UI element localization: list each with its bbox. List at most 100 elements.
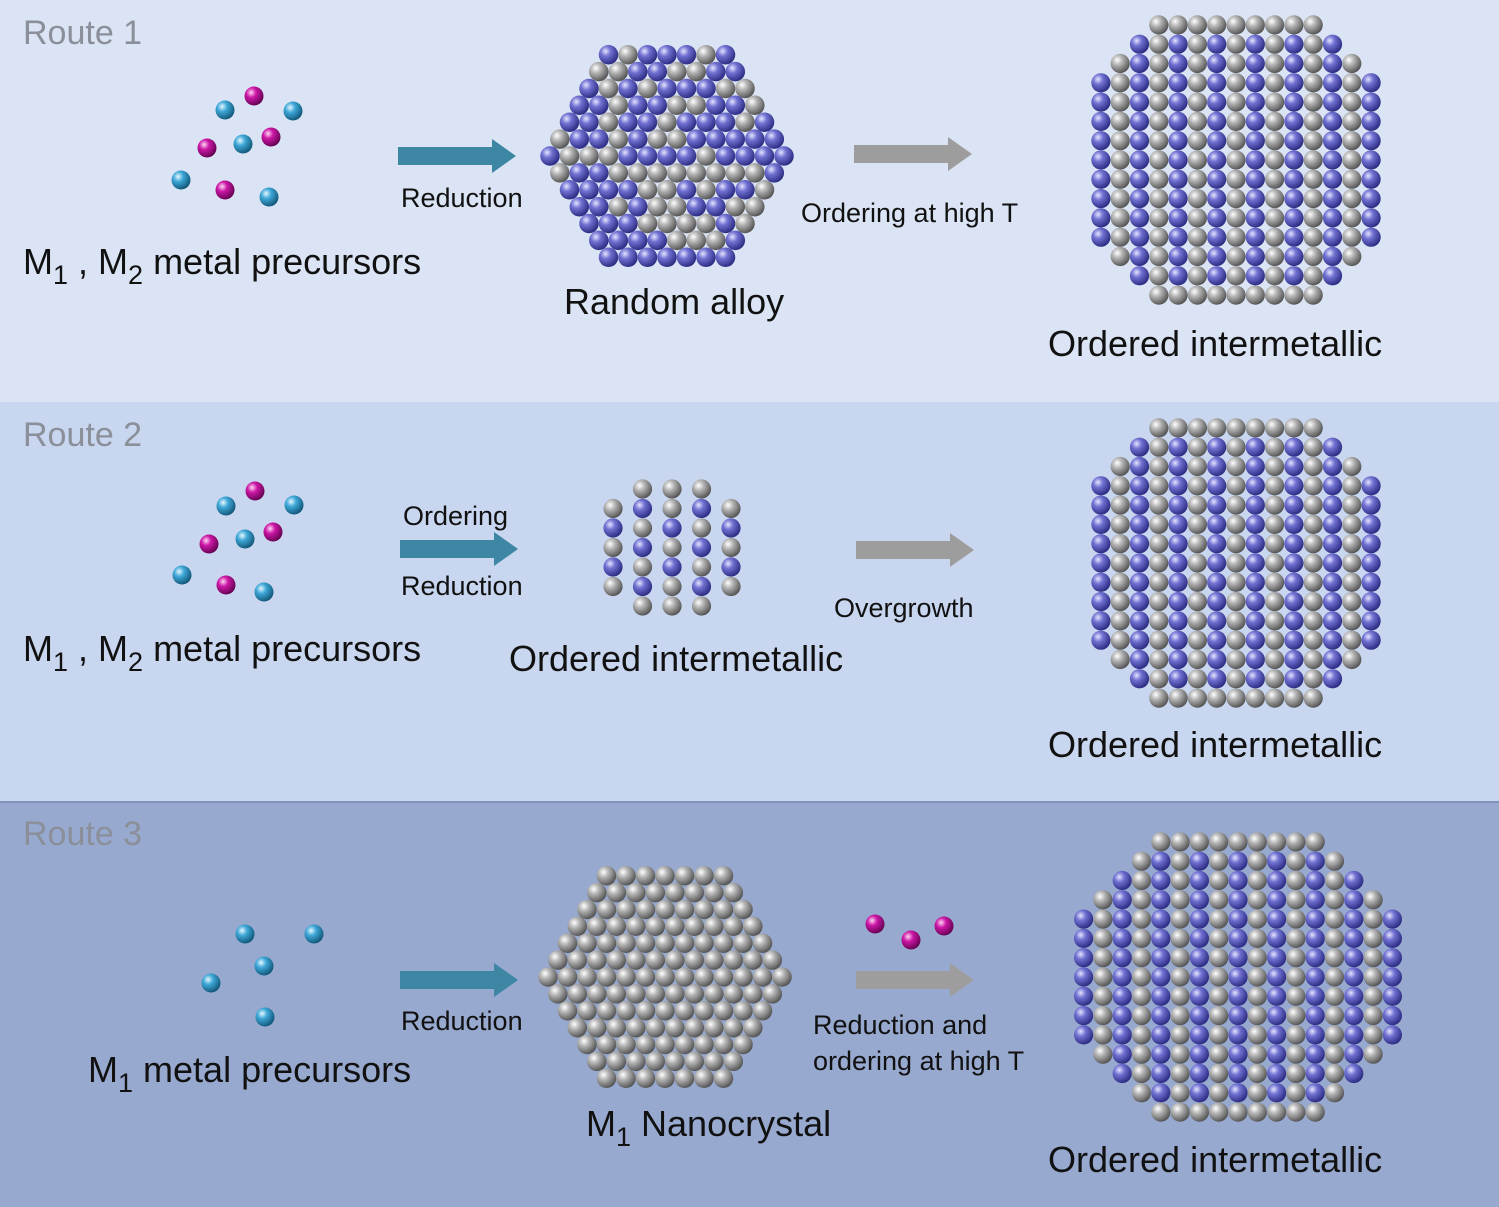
blue-atom xyxy=(1267,851,1287,871)
gray-atom xyxy=(1286,1006,1306,1026)
gray-atom xyxy=(1265,169,1285,189)
gray-atom xyxy=(662,576,682,597)
gray-atom xyxy=(1226,34,1246,54)
gray-atom xyxy=(1187,34,1207,54)
blue-atom xyxy=(1245,208,1265,228)
blue-atom xyxy=(1228,890,1248,910)
blue-atom xyxy=(1322,208,1343,228)
gray-atom xyxy=(1342,150,1362,170)
gray-atom xyxy=(1209,890,1229,910)
blue-atom xyxy=(1284,92,1304,112)
blue-atom xyxy=(1074,909,1094,929)
gray-atom xyxy=(1170,832,1190,852)
gray-atom xyxy=(1149,285,1169,305)
gray-atom xyxy=(1324,1006,1345,1026)
blue-atom xyxy=(559,112,580,132)
gray-atom xyxy=(1247,967,1267,987)
blue-atom xyxy=(686,196,707,217)
cyan-atom xyxy=(254,582,274,602)
gray-atom xyxy=(567,1017,588,1038)
gray-atom xyxy=(1226,131,1246,151)
gray-atom xyxy=(616,1034,636,1055)
gray-atom xyxy=(1265,688,1285,708)
gray-atom xyxy=(754,180,775,200)
gray-atom xyxy=(1303,15,1323,35)
gray-atom xyxy=(713,967,734,987)
gray-atom xyxy=(608,163,629,183)
blue-atom xyxy=(1245,495,1265,515)
gray-atom xyxy=(1342,189,1362,209)
blue-atom xyxy=(735,146,755,166)
blue-atom xyxy=(1322,592,1343,612)
blue-atom xyxy=(715,213,736,234)
blue-atom xyxy=(686,129,707,149)
gray-atom xyxy=(1110,111,1130,131)
gray-atom xyxy=(608,95,629,116)
blue-atom xyxy=(1322,169,1343,189)
gray-atom xyxy=(1131,1006,1152,1026)
gray-atom xyxy=(596,1034,617,1055)
gray-atom xyxy=(1093,928,1113,949)
gray-atom xyxy=(684,916,705,937)
blue-atom xyxy=(1129,73,1150,93)
gray-atom xyxy=(1187,208,1207,228)
gray-atom xyxy=(1363,1044,1383,1064)
route-1-reduction-label: Reduction xyxy=(401,183,523,213)
blue-atom xyxy=(1305,1025,1325,1045)
gray-atom xyxy=(1149,131,1169,151)
gray-atom xyxy=(626,882,646,903)
cyan-atom xyxy=(235,529,255,549)
gray-atom xyxy=(1131,928,1152,949)
cyan-atom xyxy=(283,101,303,121)
blue-atom xyxy=(1344,948,1364,968)
blue-atom xyxy=(1344,986,1364,1006)
gray-atom xyxy=(1303,611,1323,631)
gray-atom xyxy=(1110,630,1130,650)
blue-atom xyxy=(1361,553,1381,573)
route-3-reduction-ordering-arrow xyxy=(856,963,974,997)
blue-atom xyxy=(1344,909,1364,929)
blue-atom xyxy=(628,129,648,149)
gray-atom xyxy=(587,1017,607,1038)
blue-atom xyxy=(1284,53,1304,74)
blue-atom xyxy=(735,180,755,200)
route-1-reduction-arrow xyxy=(398,139,516,173)
gray-atom xyxy=(616,933,636,953)
gray-atom xyxy=(628,163,648,183)
gray-atom xyxy=(1209,986,1229,1006)
blue-atom xyxy=(1284,572,1304,592)
blue-atom xyxy=(540,146,560,166)
gray-atom xyxy=(1247,1063,1267,1084)
blue-atom xyxy=(1151,909,1171,929)
blue-atom xyxy=(1129,150,1150,170)
gray-atom xyxy=(1187,630,1207,650)
blue-atom xyxy=(696,112,716,132)
blue-atom xyxy=(1207,611,1227,631)
gray-atom xyxy=(596,1001,617,1021)
blue-atom xyxy=(1189,928,1209,949)
blue-atom xyxy=(1245,227,1265,247)
blue-atom xyxy=(1284,495,1304,515)
blue-atom xyxy=(1284,611,1304,631)
cyan-atom xyxy=(259,187,279,207)
gray-atom xyxy=(1131,870,1152,891)
gray-atom xyxy=(1187,649,1207,670)
blue-atom xyxy=(637,146,658,166)
gray-atom xyxy=(725,196,746,217)
gray-atom xyxy=(1226,669,1246,689)
gray-atom xyxy=(606,950,627,970)
blue-atom xyxy=(1129,476,1150,496)
gray-atom xyxy=(1265,73,1285,93)
gray-atom xyxy=(1342,553,1362,573)
blue-atom xyxy=(1322,611,1343,631)
blue-atom xyxy=(647,95,668,116)
gray-atom xyxy=(665,1017,685,1038)
random-alloy-label: Random alloy xyxy=(564,281,784,322)
gray-atom xyxy=(557,933,578,953)
blue-atom xyxy=(632,576,653,597)
blue-atom xyxy=(1284,534,1304,554)
blue-atom xyxy=(1284,456,1304,477)
gray-atom xyxy=(1247,948,1267,968)
blue-atom xyxy=(725,61,746,82)
gray-atom xyxy=(662,596,682,616)
